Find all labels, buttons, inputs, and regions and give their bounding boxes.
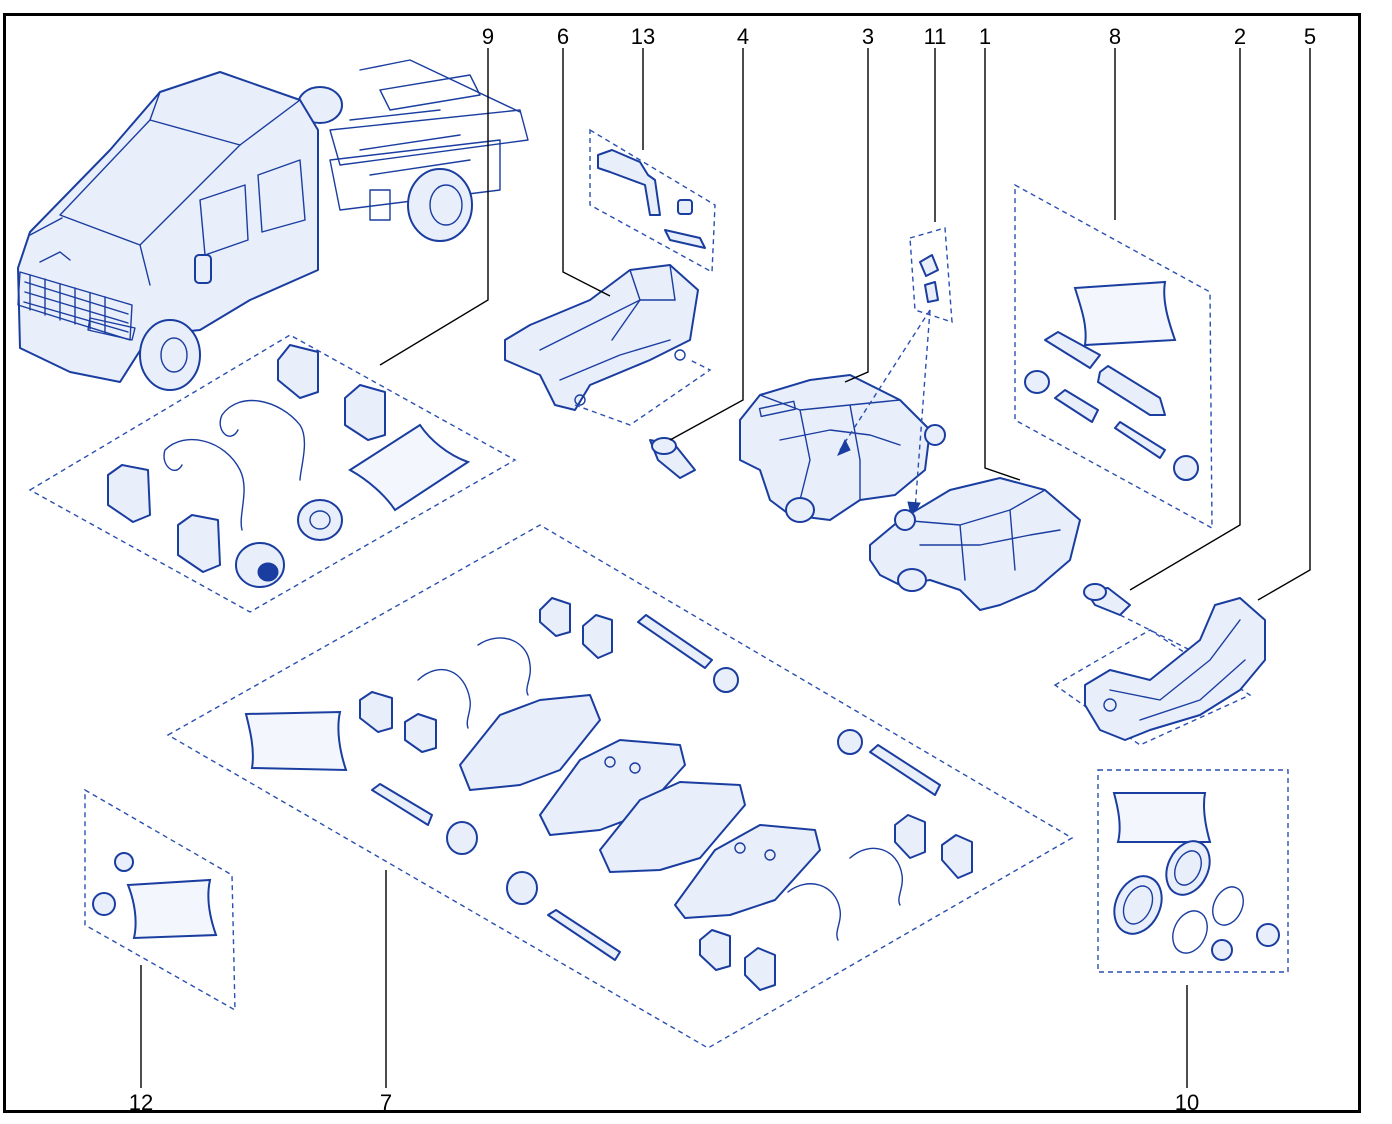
bleed-screw-kit-11 xyxy=(837,227,953,520)
bracket-bolt-4 xyxy=(649,437,696,479)
anti-rattle-clip xyxy=(344,384,386,441)
callout-13: 13 xyxy=(631,24,655,49)
anti-rattle-clip xyxy=(177,514,221,573)
brake-pad xyxy=(459,694,601,791)
wear-sensor-kit-13 xyxy=(589,128,716,274)
bush xyxy=(297,499,343,541)
callout-10: 10 xyxy=(1175,1090,1199,1115)
anti-rattle-clip xyxy=(107,464,151,523)
brake-pad xyxy=(674,824,821,919)
diagram-frame xyxy=(3,13,1361,1113)
brake-pad xyxy=(599,781,746,873)
caliper-bracket-5 xyxy=(1053,597,1266,746)
callout-4: 4 xyxy=(737,24,749,49)
callout-9: 9 xyxy=(482,24,494,49)
callout-11: 11 xyxy=(924,24,947,49)
leader-lines xyxy=(140,48,1311,1088)
callout-1: 1 xyxy=(979,24,991,49)
brake-pad xyxy=(539,739,686,836)
retaining-spring xyxy=(219,399,306,481)
dust-cap-kit-12 xyxy=(84,788,236,1012)
vehicle-illustration xyxy=(17,59,529,391)
pad-clip-kit-9 xyxy=(28,334,517,613)
callout-2: 2 xyxy=(1234,24,1246,49)
callout-12: 12 xyxy=(129,1090,153,1115)
anti-rattle-clip xyxy=(277,344,319,399)
retaining-spring xyxy=(163,438,245,531)
callout-6: 6 xyxy=(557,24,569,49)
callout-8: 8 xyxy=(1109,24,1121,49)
brake-pad-kit-7 xyxy=(166,524,1074,1049)
callout-5: 5 xyxy=(1304,24,1316,49)
caliper-1 xyxy=(869,477,1081,611)
grease-pouch xyxy=(348,423,471,512)
guide-pin-kit-8 xyxy=(1014,183,1213,530)
kit-outline-9 xyxy=(28,334,517,613)
dust-boot xyxy=(235,542,285,588)
piston-seal-kit-10 xyxy=(1097,769,1289,973)
callout-labels: 9 6 13 4 3 11 1 8 2 5 12 7 10 xyxy=(129,24,1316,1115)
caliper-3 xyxy=(739,374,946,523)
callout-7: 7 xyxy=(380,1090,392,1115)
callout-3: 3 xyxy=(862,24,874,49)
caliper-bracket-6 xyxy=(504,264,712,426)
